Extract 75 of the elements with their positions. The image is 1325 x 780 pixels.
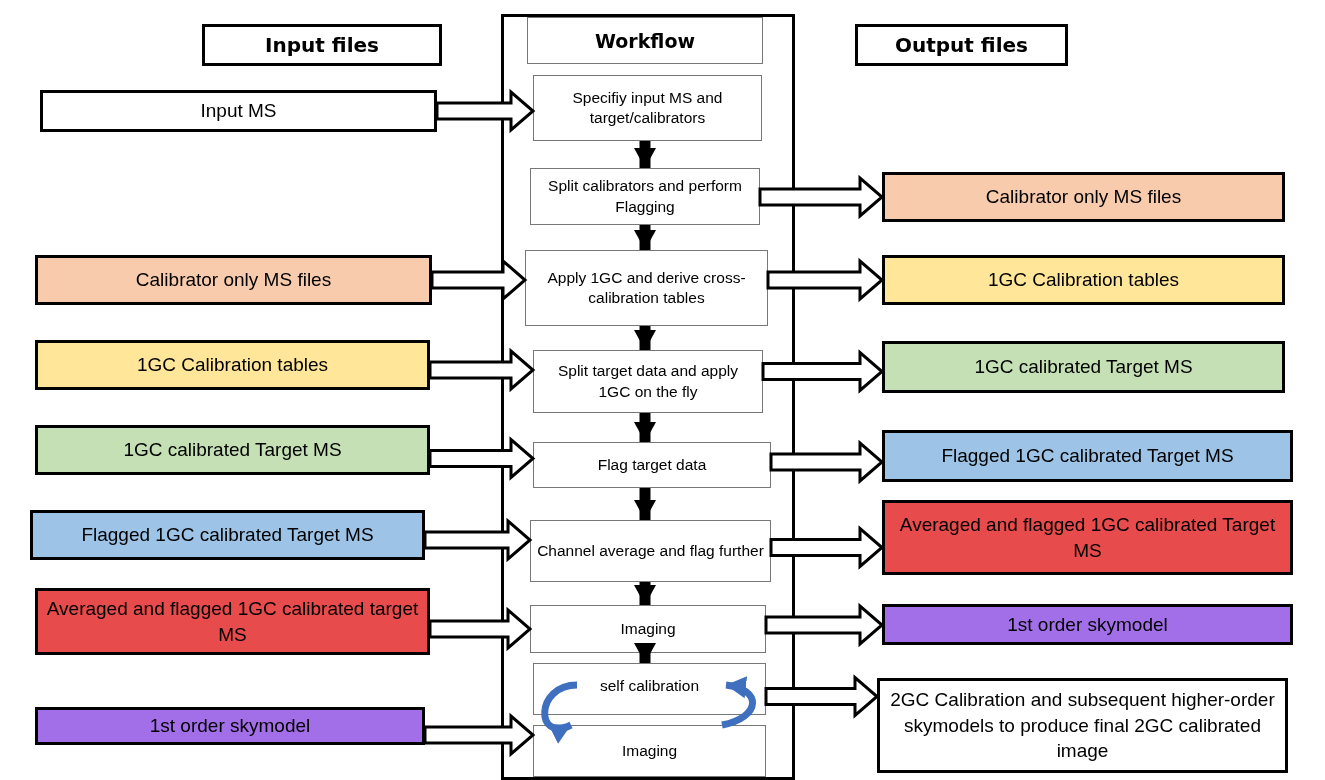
process-box [533,75,762,141]
file-label: Averaged and flagged 1GC calibrated target MS [46,596,419,647]
block-arrow [423,712,536,758]
file-label: Averaged and flagged 1GC calibrated Target MS [898,512,1277,563]
file-label: 1GC Calibration tables [136,353,329,378]
file-label: Calibrator only MS files [985,185,1182,210]
column-heading: Output files [895,33,1028,57]
block-arrow [769,439,885,485]
block-arrow [430,257,528,303]
workflow-column [501,14,795,780]
column-heading: Input files [265,33,379,57]
file-box [35,425,430,475]
step-label: Channel average and flag further [537,540,764,561]
step-label: Flag target data [597,454,707,475]
block-arrow [769,525,885,570]
process-box [533,442,771,488]
file-box [877,678,1288,773]
process-box [533,350,763,413]
file-label: 1st order skymodel [149,714,311,739]
flow-arrow [634,582,656,605]
process-box [533,725,766,777]
file-box [882,500,1293,575]
block-arrow [435,88,536,134]
header-box [527,17,763,64]
block-arrow [764,602,885,648]
block-arrow [428,347,536,393]
step-label: Imaging [621,740,678,761]
file-box [35,707,425,745]
step-label: Specifiy input MS and target/calibrators [571,87,724,128]
step-label: self calibration [599,676,700,696]
step-label: Imaging [620,618,676,639]
file-label: Flagged 1GC calibrated Target MS [81,523,374,548]
file-box [882,255,1285,305]
file-label: Input MS [200,99,277,124]
header-box [202,24,442,66]
flow-arrow [634,488,656,520]
process-box [533,663,766,715]
step-label: Split calibrators and perform Flagging [547,176,743,217]
file-label: Flagged 1GC calibrated Target MS [941,444,1234,469]
flow-arrow [634,413,656,442]
process-box [530,605,766,653]
flow-arrow [634,326,656,350]
file-box [35,255,432,305]
block-arrow [764,674,880,719]
flow-arrow [634,141,656,168]
file-box [882,604,1293,645]
block-arrow [428,436,536,481]
process-box [530,520,771,582]
block-arrow [428,606,533,652]
block-arrow [758,174,885,220]
file-label: 1GC Calibration tables [987,268,1180,293]
file-label: 1GC calibrated Target MS [123,438,342,463]
header-box [855,24,1068,66]
process-box [530,168,760,225]
file-box [882,430,1293,482]
step-label: Apply 1GC and derive cross-calibration tables [546,267,747,308]
file-box [40,90,437,132]
file-box [35,340,430,390]
file-box [30,510,425,560]
block-arrow [761,349,885,394]
file-label: Calibrator only MS files [135,268,332,293]
column-heading: Workflow [595,29,695,52]
file-box [35,588,430,655]
step-label: Split target data and apply 1GC on the fly [556,361,740,402]
flow-arrow [634,643,656,663]
file-box [882,341,1285,393]
file-label: 1GC calibrated Target MS [974,355,1193,380]
flow-arrow [634,225,656,250]
file-box [882,172,1285,222]
block-arrow [423,517,533,563]
file-label: 2GC Calibration and subsequent higher-order skymodels to produce final 2GC calibrated image [889,688,1276,764]
cycle-arrow [721,677,756,729]
file-label: 1st order skymodel [1007,612,1168,637]
process-box [525,250,768,326]
block-arrow [766,257,885,303]
